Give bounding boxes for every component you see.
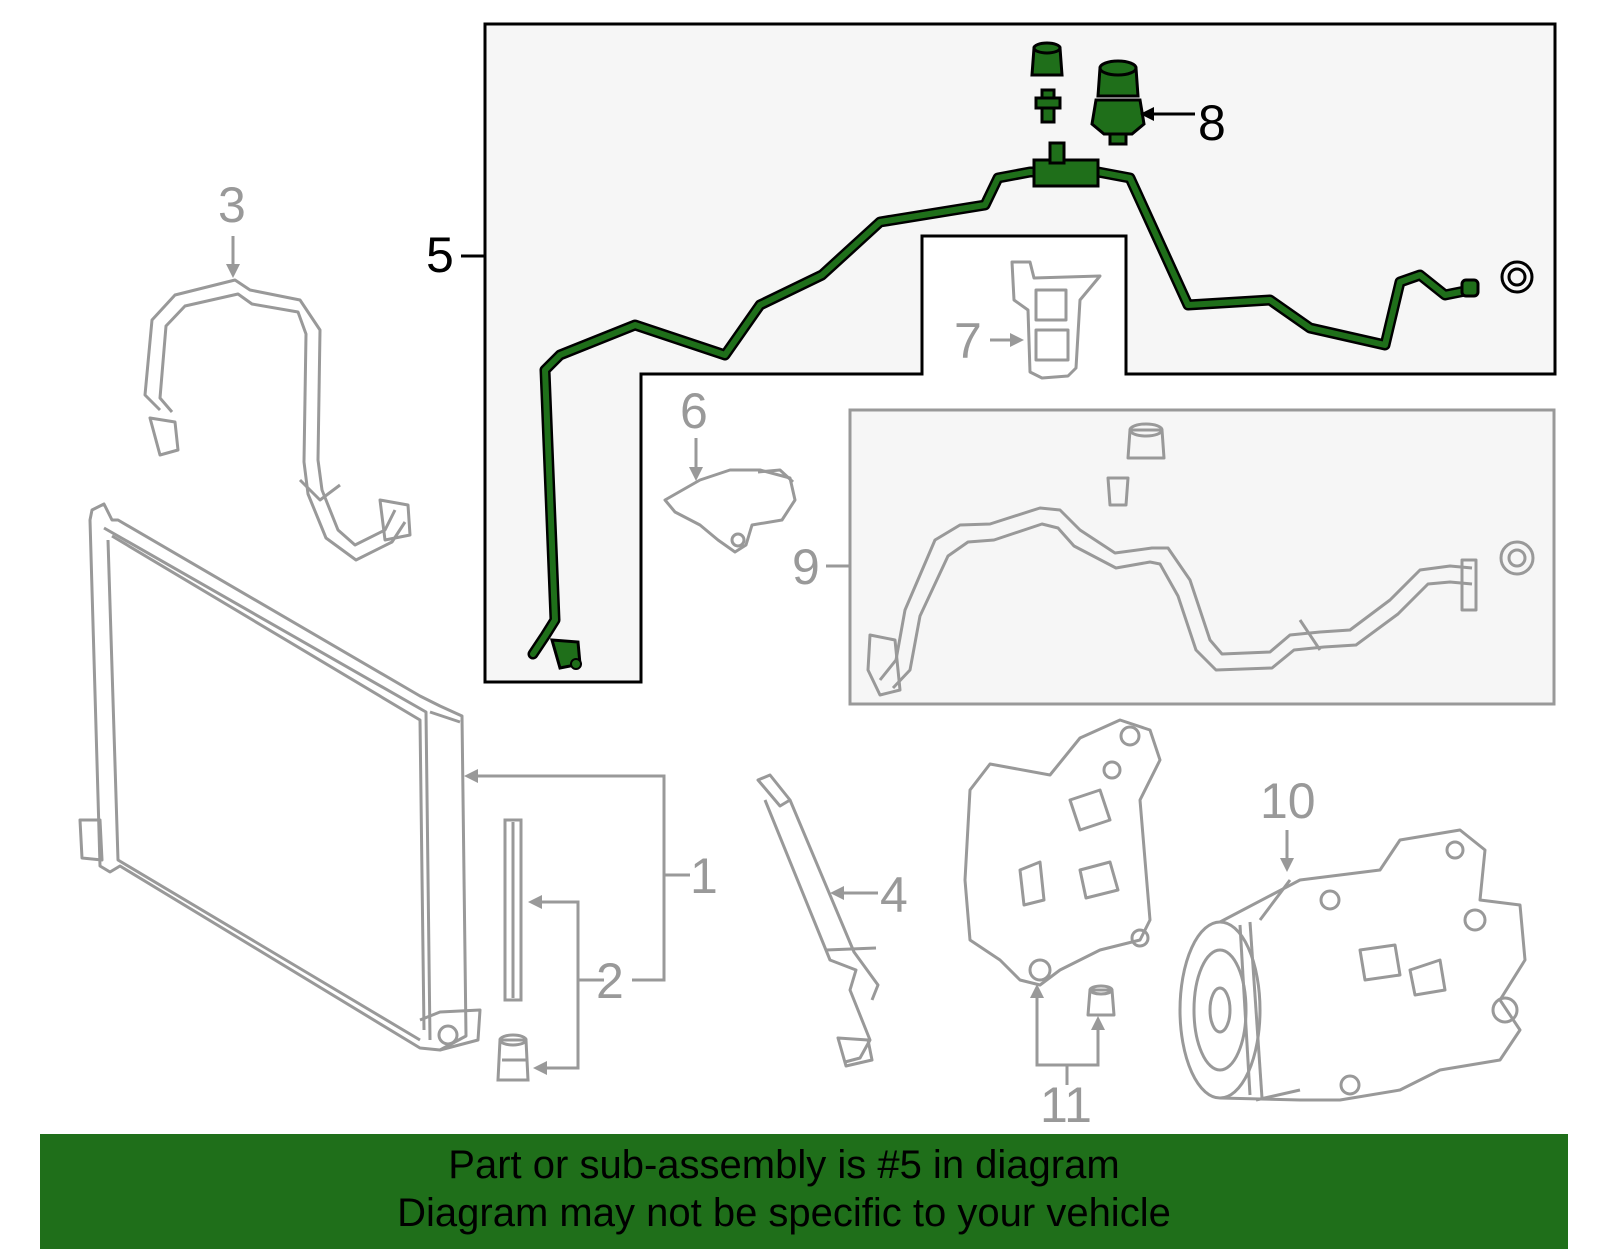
part-2-desiccant (496, 818, 530, 1082)
arrow-7 (1010, 333, 1024, 347)
arrow-2b (533, 1061, 547, 1075)
part-9-region-box (848, 408, 1556, 706)
footer-banner: Part or sub-assembly is #5 in diagram Di… (40, 1134, 1568, 1249)
callout-6: 6 (680, 383, 708, 439)
footer-line-1: Part or sub-assembly is #5 in diagram (448, 1143, 1120, 1187)
arrow-11a (1030, 984, 1044, 998)
arrow-6 (689, 467, 703, 481)
part-5-region-box (483, 22, 1557, 684)
callout-11: 11 (1040, 1077, 1092, 1133)
arrow-1 (464, 769, 478, 783)
callout-10: 10 (1260, 773, 1316, 829)
part-6-bracket (663, 468, 797, 554)
arrow-10 (1280, 858, 1294, 872)
callout-4: 4 (880, 867, 908, 923)
leader-11 (1035, 990, 1100, 1085)
callout-2: 2 (596, 953, 624, 1009)
part-1-condenser (78, 502, 482, 1052)
part-10-compressor (1178, 828, 1527, 1102)
callout-3: 3 (218, 177, 246, 233)
arrow-3 (226, 264, 240, 278)
callout-5: 5 (426, 227, 454, 283)
leader-2 (535, 900, 604, 1070)
callout-9: 9 (792, 539, 820, 595)
part-7-valve (1010, 260, 1102, 380)
arrow-2a (528, 895, 542, 909)
part-8-pressure-switch (1090, 59, 1146, 146)
arrow-4 (830, 886, 844, 900)
arrow-8 (1140, 107, 1154, 121)
part-5-ac-line (527, 41, 1534, 670)
footer-line-2: Diagram may not be specific to your vehi… (397, 1191, 1171, 1235)
part-3-hose (143, 278, 412, 562)
callout-8: 8 (1198, 95, 1226, 151)
arrow-11b (1091, 1016, 1105, 1030)
part-4-hose (756, 773, 880, 1068)
callout-7: 7 (954, 313, 982, 369)
part-9-suction-line (866, 422, 1535, 697)
part-11-bracket (963, 718, 1162, 1017)
leader-1 (470, 774, 666, 982)
callout-1: 1 (690, 848, 718, 904)
